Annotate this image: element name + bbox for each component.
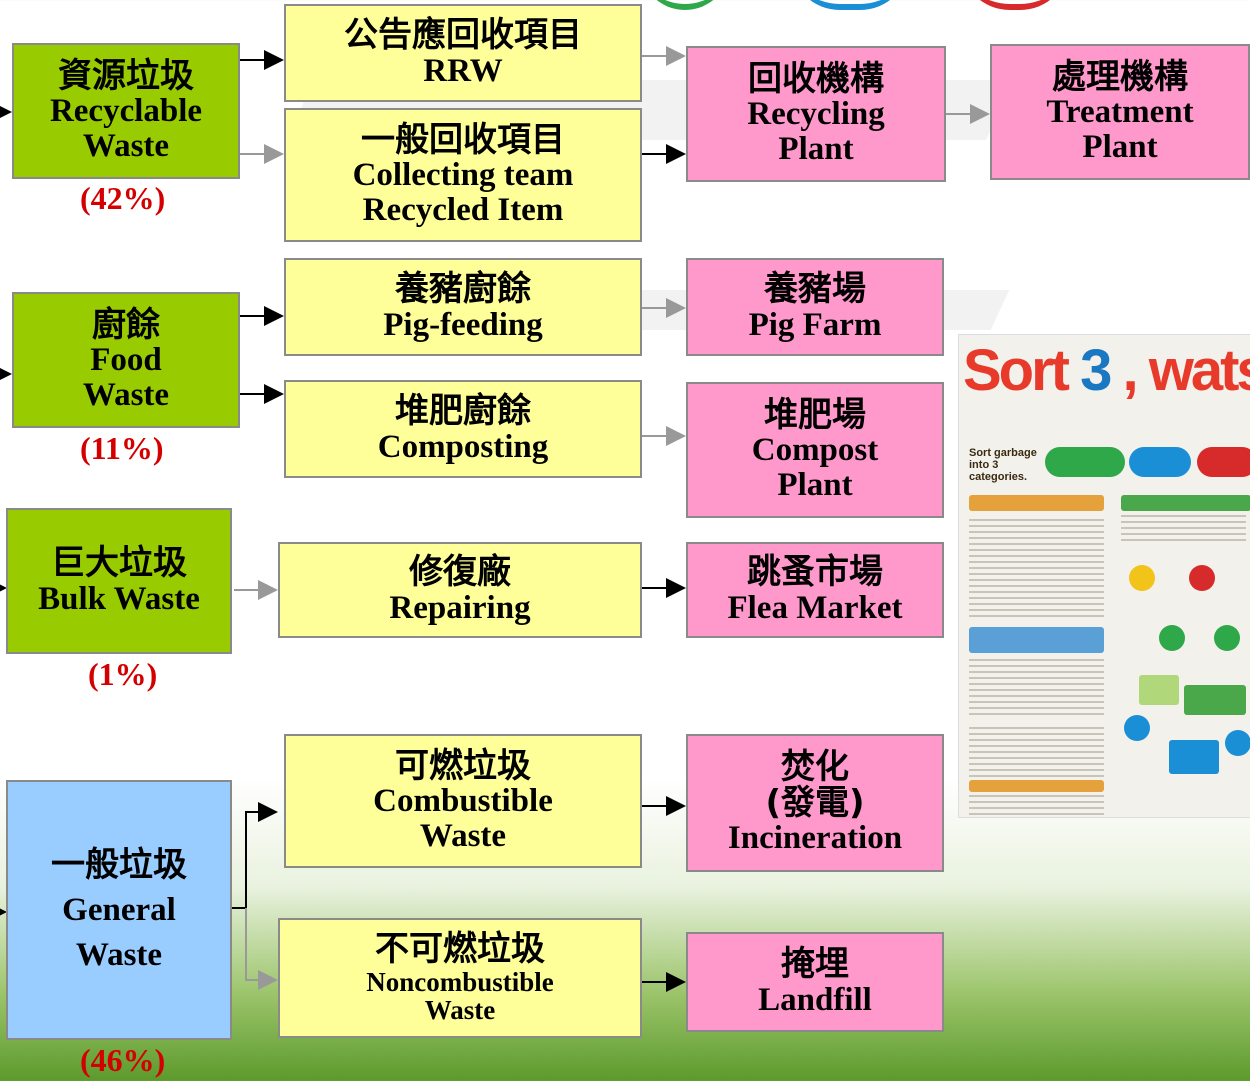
poster-pill-green xyxy=(1045,447,1125,477)
bulk-percent: (1%) xyxy=(88,656,158,692)
recycling-plant-box: 回收機構 Recycling Plant xyxy=(686,46,946,182)
top-arc-red xyxy=(960,0,1070,10)
incineration-zh2: (發電) xyxy=(765,782,865,823)
recyclable-waste-en1: Recyclable xyxy=(49,93,203,130)
collecting-en1: Collecting team xyxy=(352,157,574,194)
pig-farm-en: Pig Farm xyxy=(748,306,882,343)
general-waste-en1: General xyxy=(62,892,176,929)
poster-title-b: , watse free xyxy=(1122,338,1250,403)
compost-plant-box: 堆肥場 Compost Plant xyxy=(686,382,944,518)
collecting-en2: Recycled Item xyxy=(362,191,564,228)
general-waste-en2: Waste xyxy=(75,936,163,973)
poster-title-a: Sort xyxy=(963,338,1081,403)
poster-bin-icon xyxy=(1159,625,1185,651)
combustible-box: 可燃垃圾 Combustible Waste xyxy=(284,734,642,868)
landfill-en: Landfill xyxy=(758,981,872,1018)
poster-section-header xyxy=(969,627,1104,653)
poster-title: Sort 3 , watse free xyxy=(963,337,1250,404)
poster-section-header xyxy=(969,495,1104,511)
landfill-box: 掩埋 Landfill xyxy=(686,932,944,1032)
poster-info-box xyxy=(1169,740,1219,774)
top-arc-green xyxy=(640,0,730,10)
bulk-waste-en: Bulk Waste xyxy=(38,580,200,617)
compost-plant-en2: Plant xyxy=(777,466,853,503)
poster-text-block xyxy=(969,795,1104,817)
treatment-plant-box: 處理機構 Treatment Plant xyxy=(990,44,1250,180)
top-arc-blue xyxy=(790,0,910,10)
poster-bin-icon xyxy=(1124,715,1150,741)
composting-zh: 堆肥廚餘 xyxy=(395,390,531,431)
rrw-zh: 公告應回收項目 xyxy=(344,14,582,55)
recyclable-waste-zh: 資源垃圾 xyxy=(58,55,194,96)
incineration-en: Incineration xyxy=(727,820,903,857)
noncombustible-en1: Noncombustible xyxy=(366,966,554,997)
composting-box: 堆肥廚餘 Composting xyxy=(284,380,642,478)
collecting-zh: 一般回收項目 xyxy=(361,119,565,160)
noncombustible-zh: 不可燃垃圾 xyxy=(375,928,545,969)
poster-bin-icon xyxy=(1129,565,1155,591)
pig-feeding-en: Pig-feeding xyxy=(383,306,543,343)
recycling-plant-en1: Recycling xyxy=(747,96,885,133)
recycling-plant-en2: Plant xyxy=(778,130,854,167)
poster-text-block xyxy=(1121,515,1246,545)
recyclable-waste-en2: Waste xyxy=(82,127,170,164)
general-waste-box: 一般垃圾 General Waste xyxy=(6,780,232,1040)
combustible-zh: 可燃垃圾 xyxy=(395,745,531,786)
poster-truck-icon xyxy=(1214,625,1240,651)
food-percent: (11%) xyxy=(80,430,164,466)
noncombustible-en2: Waste xyxy=(424,994,496,1025)
repairing-box: 修復廠 Repairing xyxy=(278,542,642,638)
poster-subtitle: Sort garbage into 3 categories. xyxy=(969,447,1037,484)
poster-house-icon xyxy=(1139,675,1179,705)
poster-truck-icon xyxy=(1189,565,1215,591)
combustible-en1: Combustible xyxy=(373,783,553,820)
food-waste-box: 廚餘 Food Waste xyxy=(12,292,240,428)
composting-en: Composting xyxy=(377,428,549,465)
sort-three-poster-image: Sort 3 , watse free Sort garbage into 3 … xyxy=(958,334,1250,818)
noncombustible-box: 不可燃垃圾 Noncombustible Waste xyxy=(278,918,642,1038)
incineration-zh1: 焚化 xyxy=(781,746,849,787)
poster-text-block xyxy=(969,519,1104,619)
poster-info-box xyxy=(1184,685,1246,715)
treatment-plant-en1: Treatment xyxy=(1046,94,1194,131)
flea-market-zh: 跳蚤市場 xyxy=(747,551,883,592)
flea-market-en: Flea Market xyxy=(727,589,903,626)
pig-feeding-zh: 養豬廚餘 xyxy=(395,268,531,309)
poster-pill-red xyxy=(1197,447,1250,477)
poster-text-block xyxy=(969,659,1104,719)
pig-feeding-box: 養豬廚餘 Pig-feeding xyxy=(284,258,642,356)
poster-pill-blue xyxy=(1129,447,1191,477)
recyclable-waste-box: 資源垃圾 Recyclable Waste xyxy=(12,43,240,179)
recyclable-percent: (42%) xyxy=(80,180,166,216)
poster-truck-icon xyxy=(1225,730,1250,756)
general-percent: (46%) xyxy=(80,1042,166,1078)
poster-text-block xyxy=(969,727,1104,777)
treatment-plant-zh: 處理機構 xyxy=(1052,56,1188,97)
landfill-zh: 掩埋 xyxy=(781,943,849,984)
poster-section-header xyxy=(1121,495,1250,511)
repairing-en: Repairing xyxy=(389,589,531,626)
poster-title-number: 3 xyxy=(1080,338,1112,403)
pig-farm-zh: 養豬場 xyxy=(764,268,866,309)
bulk-waste-zh: 巨大垃圾 xyxy=(51,542,187,583)
flea-market-box: 跳蚤市場 Flea Market xyxy=(686,542,944,638)
combustible-en2: Waste xyxy=(419,817,507,854)
pig-farm-box: 養豬場 Pig Farm xyxy=(686,258,944,356)
food-waste-en2: Waste xyxy=(82,376,170,413)
compost-plant-zh: 堆肥場 xyxy=(764,394,866,435)
food-waste-zh: 廚餘 xyxy=(92,304,160,345)
food-waste-en1: Food xyxy=(90,342,162,379)
compost-plant-en1: Compost xyxy=(751,432,879,469)
general-waste-zh: 一般垃圾 xyxy=(51,844,187,885)
treatment-plant-en2: Plant xyxy=(1082,128,1158,165)
collecting-box: 一般回收項目 Collecting team Recycled Item xyxy=(284,108,642,242)
bulk-waste-box: 巨大垃圾 Bulk Waste xyxy=(6,508,232,654)
recycling-plant-zh: 回收機構 xyxy=(748,58,884,99)
rrw-box: 公告應回收項目 RRW xyxy=(284,4,642,102)
incineration-box: 焚化 (發電) Incineration xyxy=(686,734,944,872)
poster-section-header xyxy=(969,780,1104,792)
repairing-zh: 修復廠 xyxy=(409,551,511,592)
rrw-en: RRW xyxy=(423,52,503,89)
